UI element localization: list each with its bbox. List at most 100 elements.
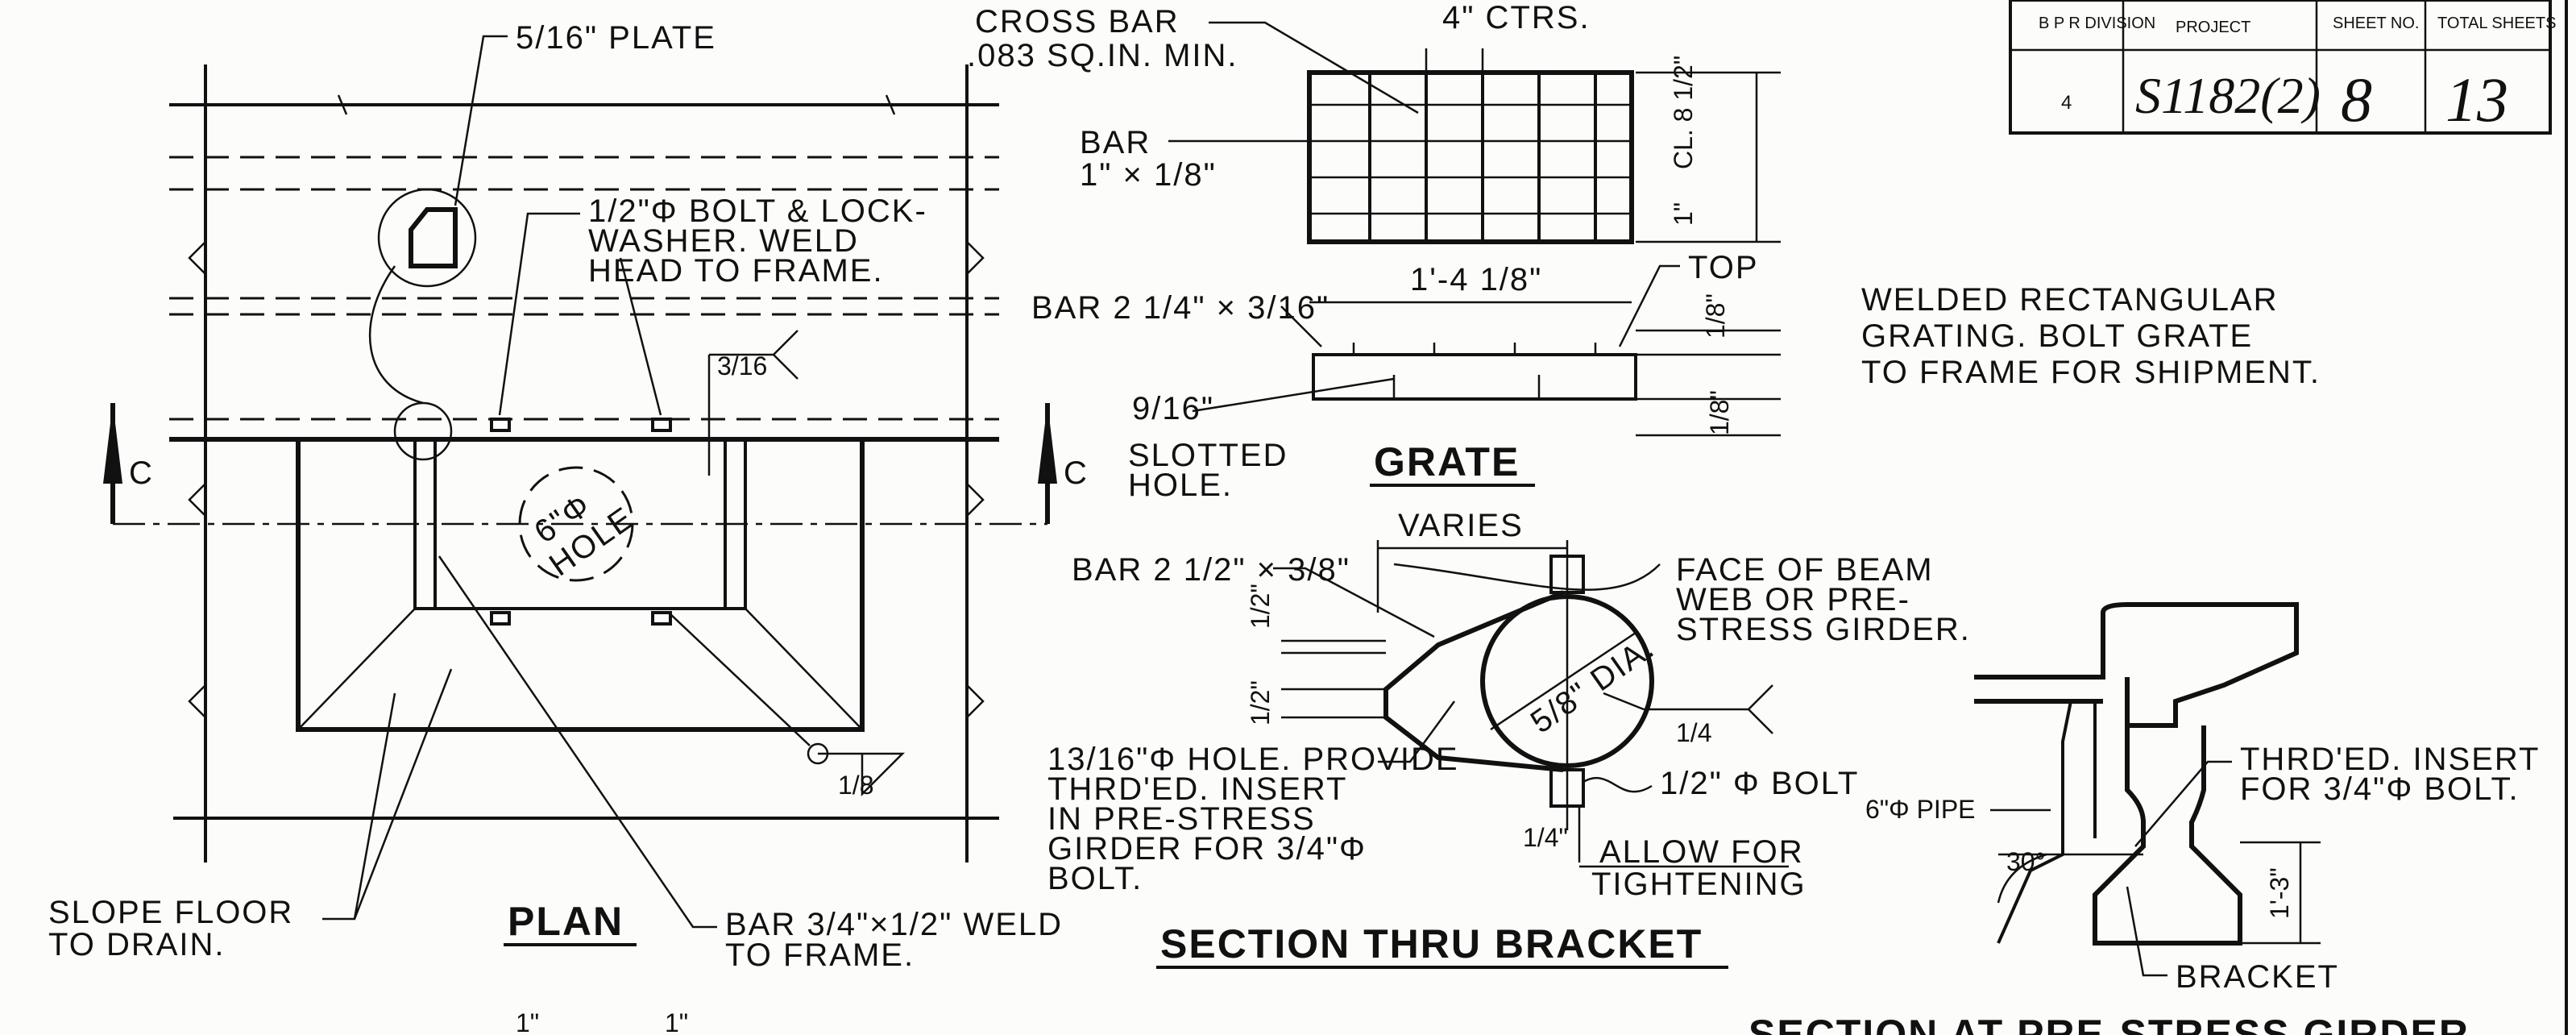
hole-note-line2: THRD'ED. INSERT xyxy=(1047,771,1347,807)
one-inch-label: 1" xyxy=(1669,202,1698,226)
dia-dim xyxy=(1490,631,1636,731)
girder-web xyxy=(2093,725,2242,946)
bolt-note-line1: 1/2"Φ BOLT & LOCK- xyxy=(588,193,927,229)
value-division: 4 xyxy=(2061,92,2072,114)
bracket-bar-label: BAR 2 1/2" × 3/8" xyxy=(1072,552,1350,588)
break-marks xyxy=(337,94,896,115)
drain-pipe xyxy=(1997,700,2097,944)
face-line2: WEB OR PRE- xyxy=(1676,582,1910,617)
bolt-note-line3: HEAD TO FRAME. xyxy=(588,253,884,289)
bracket-section: VARIES 5/8" DIA. BAR 2 1/2" × 3/8" FACE … xyxy=(1047,508,1971,969)
bar-note-line2: TO FRAME. xyxy=(725,937,915,973)
bottom-fraction-left: 1" xyxy=(516,1008,539,1035)
grate-title: GRATE xyxy=(1374,439,1520,484)
bolt-head xyxy=(490,418,511,432)
note-line1: WELDED RECTANGULAR xyxy=(1861,282,2279,318)
face-line1: FACE OF BEAM xyxy=(1676,552,1934,588)
angle-label: 30° xyxy=(2006,847,2045,876)
bolt-head xyxy=(490,611,511,626)
girder-height-label: 1'-3" xyxy=(2265,867,2294,919)
slope-line xyxy=(297,608,416,730)
weld-top-symbol xyxy=(707,330,799,476)
bracket-arm xyxy=(1383,590,1565,772)
value-project: S1182(2) xyxy=(2135,67,2321,124)
slot-leader xyxy=(1192,377,1395,413)
plan-title: PLAN xyxy=(508,899,624,944)
ctrs-label: 4" CTRS. xyxy=(1442,0,1591,35)
face-line3: STRESS GIRDER. xyxy=(1676,612,1971,647)
value-total: 13 xyxy=(2445,64,2508,135)
bracket-label: BRACKET xyxy=(2176,959,2339,995)
bolt-note-leader xyxy=(498,212,662,416)
quarter-label: 1/4" xyxy=(1523,823,1568,852)
grate-section-bars xyxy=(1352,343,1597,355)
hole-note-line3: IN PRE-STRESS xyxy=(1047,801,1316,837)
slope-note-leader xyxy=(322,668,453,921)
section-arrowhead-left xyxy=(103,403,122,484)
deck-slab-left xyxy=(1974,613,2105,680)
cross-bar-label2: .083 SQ.IN. MIN. xyxy=(967,38,1238,73)
detail-circle xyxy=(377,188,477,288)
cross-bar-leader xyxy=(1209,21,1419,114)
insert-leader xyxy=(2134,760,2232,847)
title-block-frame xyxy=(2009,0,2552,135)
header-division: B P R DIVISION xyxy=(2039,15,2155,32)
allow-line2: TIGHTENING xyxy=(1591,867,1807,902)
bar-small-label2: 1" × 1/8" xyxy=(1080,157,1217,193)
section-arrowhead-right xyxy=(1038,403,1057,484)
cl-dim-label: CL. 8 1/2" xyxy=(1669,56,1698,169)
grate-dim-b: 1/8" xyxy=(1705,390,1734,435)
girder-section: 1'-3" THRD'ED. INSERT FOR 3/4"Φ BOLT. 6"… xyxy=(1748,602,2540,1035)
weld-bottom-symbol xyxy=(668,612,906,797)
hole-note-line5: BOLT. xyxy=(1047,861,1143,896)
plate-section xyxy=(409,207,458,268)
bolt-note-line2: WASHER. WELD xyxy=(588,223,859,259)
hole-note-line1: 13/16"Φ HOLE. PROVIDE xyxy=(1047,742,1459,777)
slope-note-line1: SLOPE FLOOR xyxy=(48,895,293,930)
bar-note-line1: BAR 3/4"×1/2" WELD xyxy=(725,907,1063,942)
girder-top xyxy=(2101,602,2299,728)
grate-outline xyxy=(1307,70,1634,244)
varies-label: VARIES xyxy=(1398,508,1524,543)
slope-note-line2: TO DRAIN. xyxy=(48,927,226,962)
bolt-head xyxy=(651,418,672,432)
bottom-fraction-right: 1" xyxy=(665,1008,688,1035)
bracket-weld-label: 1/4 xyxy=(1676,718,1711,747)
face-leader xyxy=(1393,563,1661,591)
cross-bar-label1: CROSS BAR xyxy=(975,4,1180,39)
width-dim-label: 1'-4 1/8" xyxy=(1410,262,1542,297)
plan-view: 6"Φ HOLE C C 5/16" PLATE 1/2"Φ BOLT & LO… xyxy=(48,20,1089,1035)
top-label: TOP xyxy=(1688,250,1759,285)
bracket-title: SECTION THRU BRACKET xyxy=(1160,921,1703,966)
allow-line1: ALLOW FOR xyxy=(1599,834,1804,870)
grate-view: CL. 8 1/2" 1" 4" CTRS. CROSS BAR .083 SQ… xyxy=(967,0,1781,503)
bar-large-label: BAR 2 1/4" × 3/16" xyxy=(1031,290,1329,326)
slot-label1: 9/16" xyxy=(1132,391,1214,426)
section-mark-left: C xyxy=(129,455,154,491)
angle-arc xyxy=(1997,853,2047,904)
hole-note-line4: GIRDER FOR 3/4"Φ xyxy=(1047,831,1367,867)
break-symbols xyxy=(188,241,985,718)
bolt-leader xyxy=(1583,776,1653,793)
weld-top-label: 3/16 xyxy=(717,351,767,380)
hole-circle xyxy=(518,466,634,582)
drain-box xyxy=(296,437,865,732)
bolt-head xyxy=(651,611,672,626)
bar-small-label1: BAR xyxy=(1080,125,1151,160)
girder-insert-line2: FOR 3/4"Φ BOLT. xyxy=(2240,771,2520,807)
girder-insert-line1: THRD'ED. INSERT xyxy=(2240,742,2540,777)
grate-section xyxy=(1312,353,1637,401)
general-note: WELDED RECTANGULAR GRATING. BOLT GRATE T… xyxy=(1861,282,2319,390)
slot-label2: SLOTTED xyxy=(1128,438,1288,473)
header-sheet: SHEET NO. xyxy=(2333,15,2419,32)
bracket-dim-b: 1/2" xyxy=(1246,680,1275,725)
note-line2: GRATING. BOLT GRATE xyxy=(1861,318,2253,354)
section-mark-right: C xyxy=(1064,455,1089,491)
hole-note-leader xyxy=(1378,700,1456,763)
weld-bottom-label: 1/8 xyxy=(838,771,873,800)
bolt-label: 1/2" Φ BOLT xyxy=(1660,766,1859,801)
slope-line xyxy=(745,608,863,730)
girder-title: SECTION AT PRE-STRESS GIRDER xyxy=(1748,1012,2470,1035)
